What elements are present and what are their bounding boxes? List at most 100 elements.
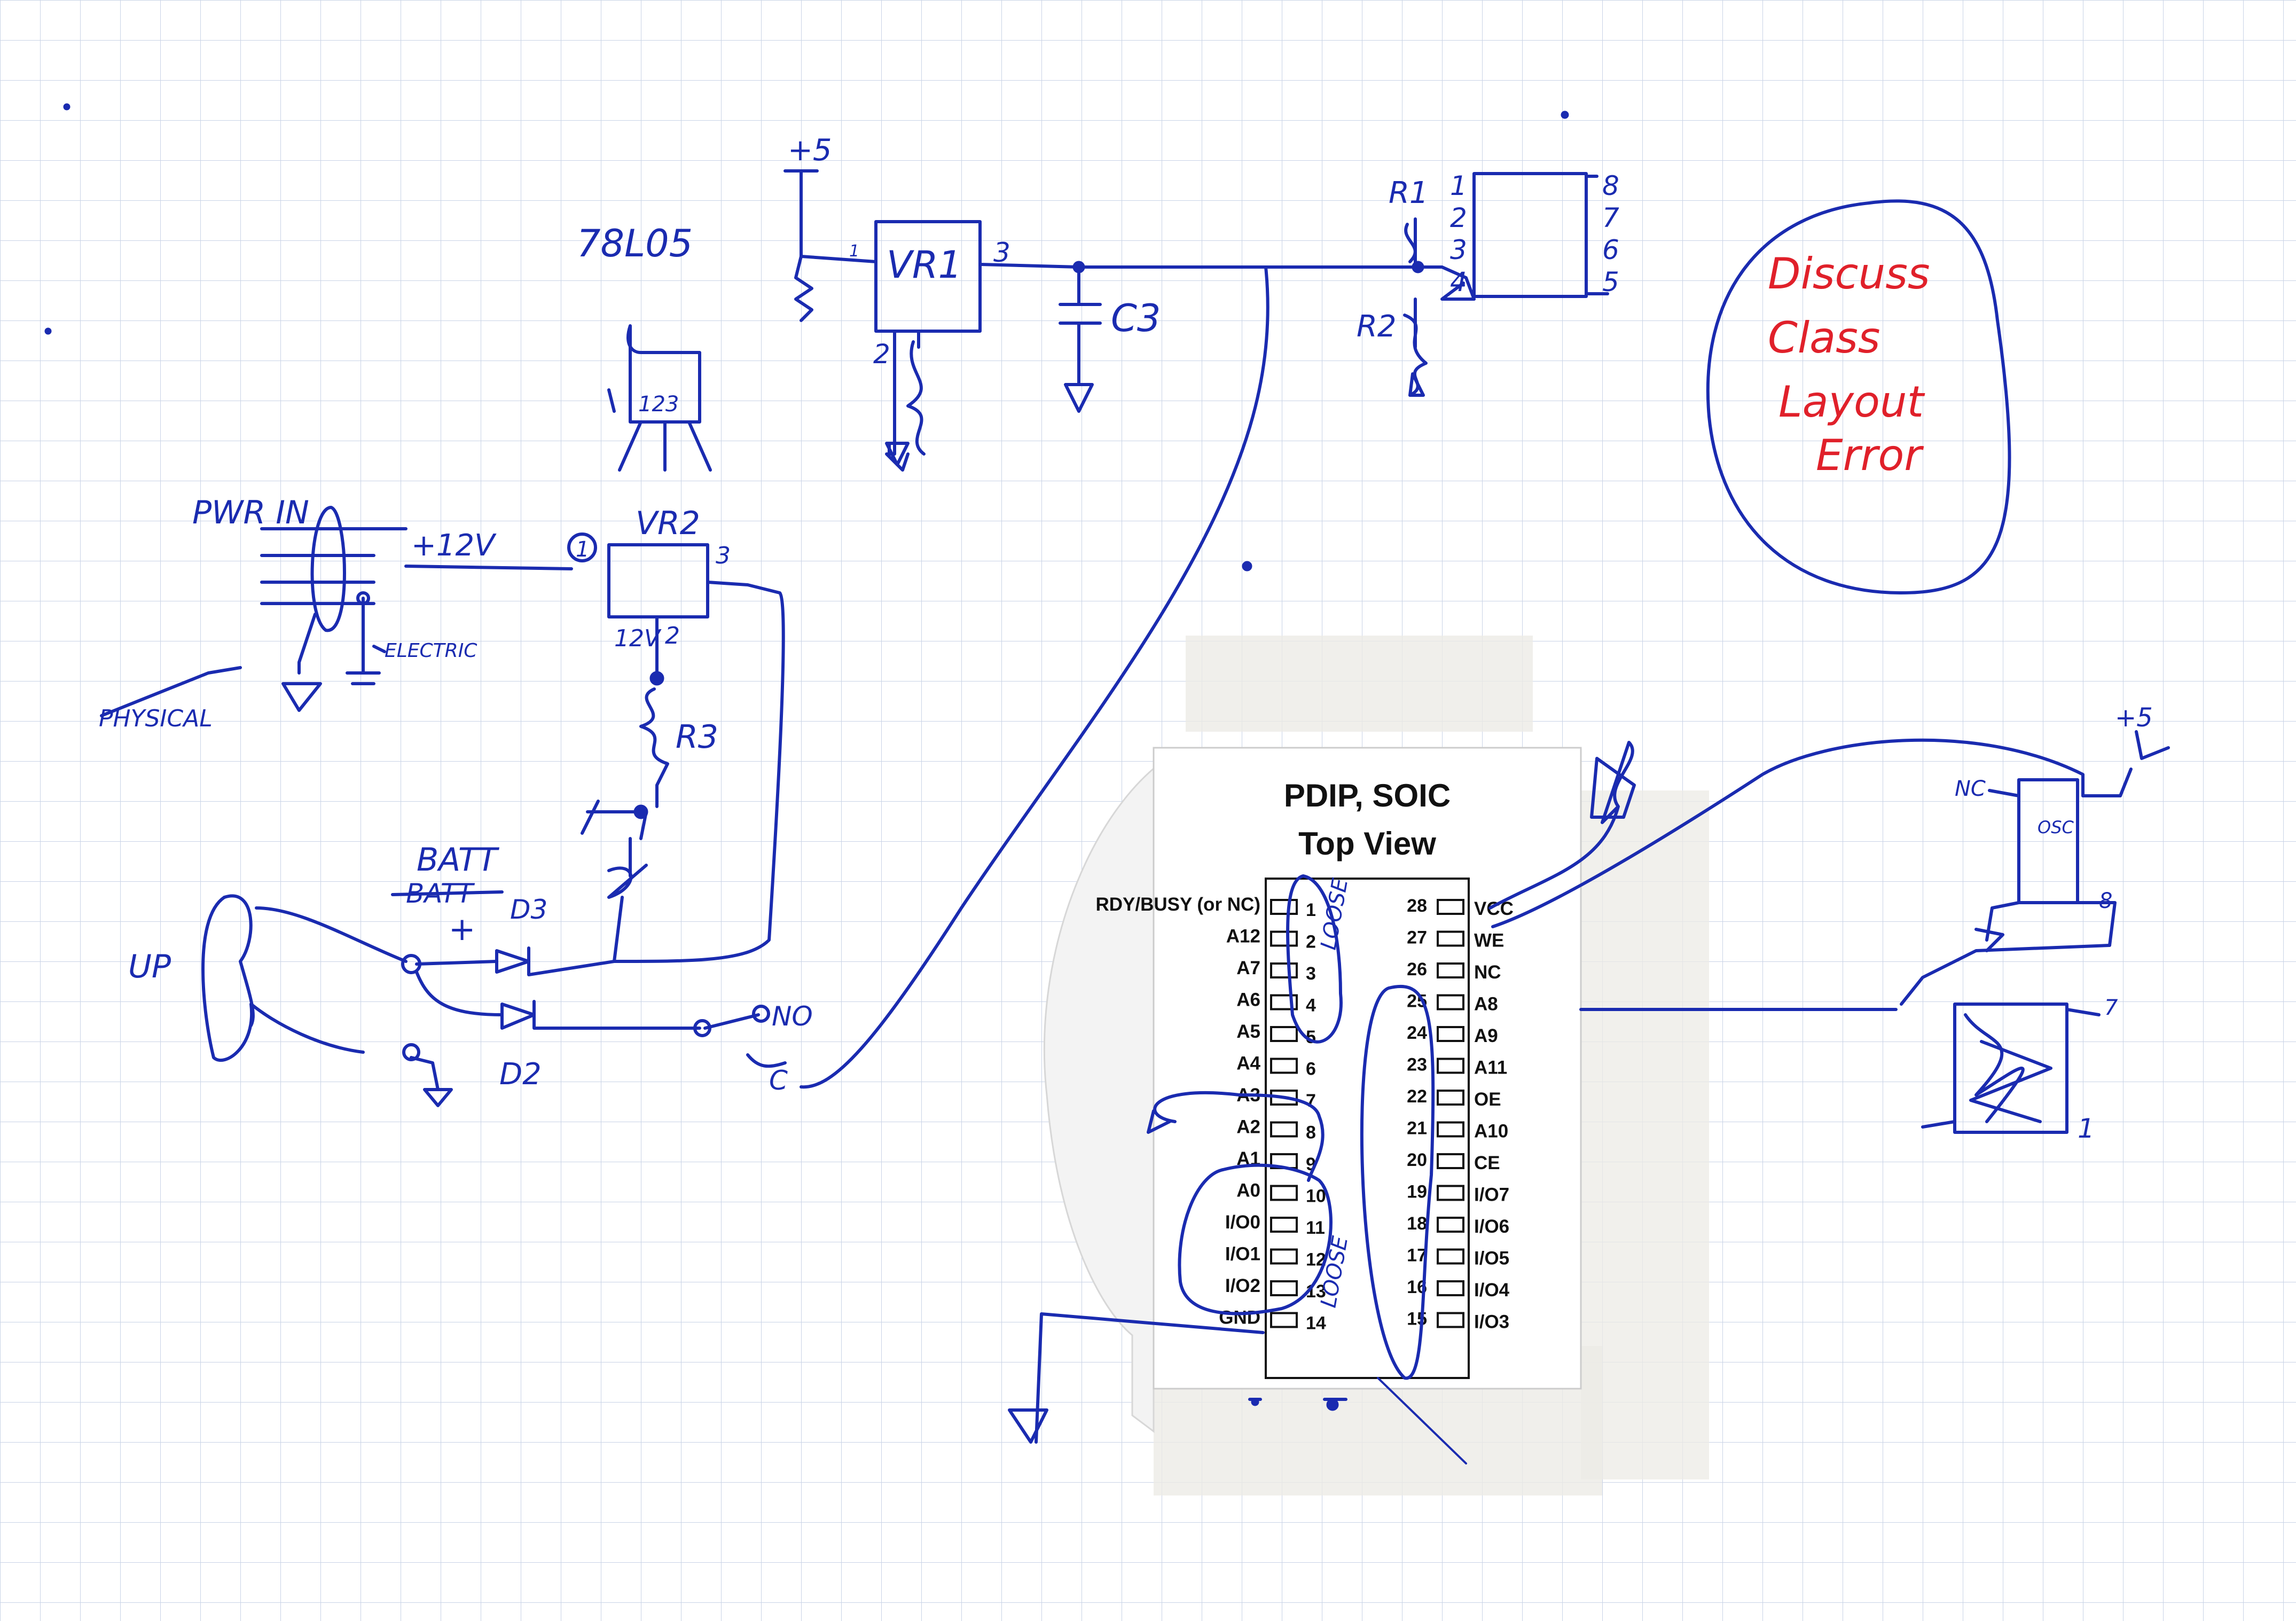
chip-pin-box-right: [1437, 1121, 1464, 1138]
chip-pin-box-right: [1437, 899, 1464, 915]
chip-pin-number-right: 22: [1407, 1086, 1427, 1107]
chip-pin-number-right: 23: [1407, 1055, 1427, 1075]
chip-pin-box-right: [1437, 1153, 1464, 1169]
chip-pin-label-left: A7: [1236, 958, 1260, 978]
note-line-class: Class: [1768, 313, 1880, 363]
chip-pin-label-right: NC: [1474, 962, 1501, 983]
pot-pin-right: 8: [1602, 170, 1619, 201]
d3-label: D3: [510, 894, 547, 925]
chip-pin-label-right: I/O4: [1474, 1280, 1510, 1301]
chip-pin-number-left: 14: [1306, 1313, 1326, 1334]
pwr-in-label: PWR IN: [192, 494, 309, 531]
regulator-vr1-section: +5 1 2 3 VR1 C3 78L05: [577, 133, 1444, 472]
part-78l05: 78L05: [577, 222, 693, 265]
chip-pin-number-left: 8: [1306, 1123, 1316, 1143]
vr1-label: VR1: [887, 243, 962, 287]
chip-pin-label-left: A2: [1236, 1117, 1260, 1138]
chip-pin-box-right: [1437, 1217, 1464, 1233]
chip-pin-label-left: A0: [1236, 1180, 1260, 1201]
vr1-pin3: 3: [993, 237, 1010, 268]
chip-pin-label-left: I/O1: [1225, 1244, 1260, 1265]
chip-pin-label-left: A12: [1226, 926, 1260, 947]
chip-pin-number-right: 27: [1407, 928, 1427, 948]
chip-pin-label-left: A5: [1236, 1021, 1260, 1042]
chip-pin-label-left: RDY/BUSY (or NC): [1095, 894, 1260, 915]
vr2-pin1: 1: [576, 537, 589, 562]
vr1-pin1: 1: [849, 242, 859, 261]
chip-pin-label-left: GND: [1219, 1307, 1260, 1328]
physical-label: PHYSICAL: [99, 705, 213, 732]
chip-title-line2: Top View: [1298, 826, 1436, 862]
regulator-vr2-section: 1 VR2 3 12V 2 R3: [567, 505, 785, 963]
chip-pin-number-right: 26: [1407, 959, 1427, 980]
pinout-123: 123: [638, 392, 679, 417]
chip-pin-box-left: [1270, 962, 1298, 978]
chip-pin-label-right: I/O6: [1474, 1216, 1509, 1237]
vr1-box: [874, 220, 982, 333]
pinout-paper: [1153, 747, 1582, 1390]
electric-label: ELECTRIC: [385, 640, 477, 662]
pot-pin-left: 1: [1450, 170, 1467, 201]
chip-pin-number-left: 6: [1306, 1059, 1316, 1079]
chip-pin-label-right: I/O3: [1474, 1312, 1509, 1333]
d2-label: D2: [499, 1057, 542, 1092]
vr2-12v-label: 12V: [614, 625, 662, 652]
vr1-pin2: 2: [873, 339, 890, 370]
r2-label: R2: [1357, 309, 1397, 344]
pot-pin-right: 6: [1602, 234, 1619, 265]
chip-pin-label-left: A4: [1236, 1053, 1260, 1074]
chip-pin-box-left: [1270, 1280, 1298, 1296]
chip-pin-number-right: 19: [1407, 1182, 1427, 1202]
pot-pin-left: 2: [1450, 202, 1467, 233]
chip-pin-box-left: [1270, 1217, 1298, 1233]
chip-outline: [1265, 878, 1470, 1379]
plus12v-label: +12V: [411, 528, 497, 563]
chip-pin-number-right: 28: [1407, 896, 1427, 916]
chip-pin-label-left: I/O2: [1225, 1275, 1260, 1296]
chip-pin-label-right: A10: [1474, 1121, 1508, 1142]
chip-pin-number-left: 1: [1306, 900, 1316, 920]
pot-pin-left: 4: [1450, 267, 1467, 297]
chip-pin-number-right: 24: [1407, 1023, 1427, 1043]
label-plus5-top: +5: [788, 133, 832, 168]
chip-pin-label-right: I/O5: [1474, 1248, 1509, 1269]
chip-title-line1: PDIP, SOIC: [1284, 778, 1451, 813]
osc-box: [2017, 778, 2079, 904]
pin8-label: 8: [2099, 889, 2112, 913]
c3-label: C3: [1111, 296, 1161, 340]
pot-pin-left: 3: [1450, 234, 1467, 265]
chip-pin-box-right: [1437, 930, 1464, 947]
plus5-right-label: +5: [2115, 703, 2153, 733]
chip-pin-label-right: A8: [1474, 994, 1498, 1015]
power-input-section: PWR IN +12V PHYSICAL ELECTRIC: [99, 494, 573, 732]
osc-label: OSC: [2038, 817, 2074, 837]
pin1-label: 1: [2078, 1113, 2095, 1144]
chip-pin-number-left: 10: [1306, 1186, 1326, 1207]
chip-pin-number-left: 2: [1306, 932, 1316, 952]
chip-pin-number-right: 20: [1407, 1150, 1427, 1170]
pot-box: [1472, 172, 1588, 298]
up-label: UP: [128, 948, 171, 985]
no-label: NO: [772, 1001, 813, 1032]
chip-pin-box-left: [1270, 1185, 1298, 1201]
chip-pin-number-right: 18: [1407, 1213, 1427, 1234]
chip-pin-number-right: 21: [1407, 1118, 1427, 1139]
r1-label: R1: [1389, 176, 1429, 210]
chip-pin-label-right: A9: [1474, 1025, 1498, 1046]
error-note: Discuss Class Layout Error: [1706, 199, 2011, 594]
pot-pin-right: 5: [1602, 267, 1619, 297]
note-line-discuss: Discuss: [1768, 249, 1930, 299]
chip-pin-box-right: [1437, 1090, 1464, 1106]
chip-pin-label-right: VCC: [1474, 898, 1514, 919]
chip-pin-box-left: [1270, 1058, 1298, 1074]
chip-pin-label-left: A6: [1236, 990, 1260, 1011]
chip-pin-box-right: [1437, 1312, 1464, 1328]
chip-pin-label-right: A11: [1474, 1058, 1507, 1078]
chip-pin-box-left: [1270, 1026, 1298, 1042]
chip-pin-box-right: [1437, 1280, 1464, 1296]
chip-pin-box-right: [1437, 962, 1464, 978]
chip-pin-label-left: I/O0: [1225, 1212, 1260, 1233]
ink-dots: [44, 103, 1569, 1411]
pin7-label: 7: [2104, 996, 2118, 1020]
